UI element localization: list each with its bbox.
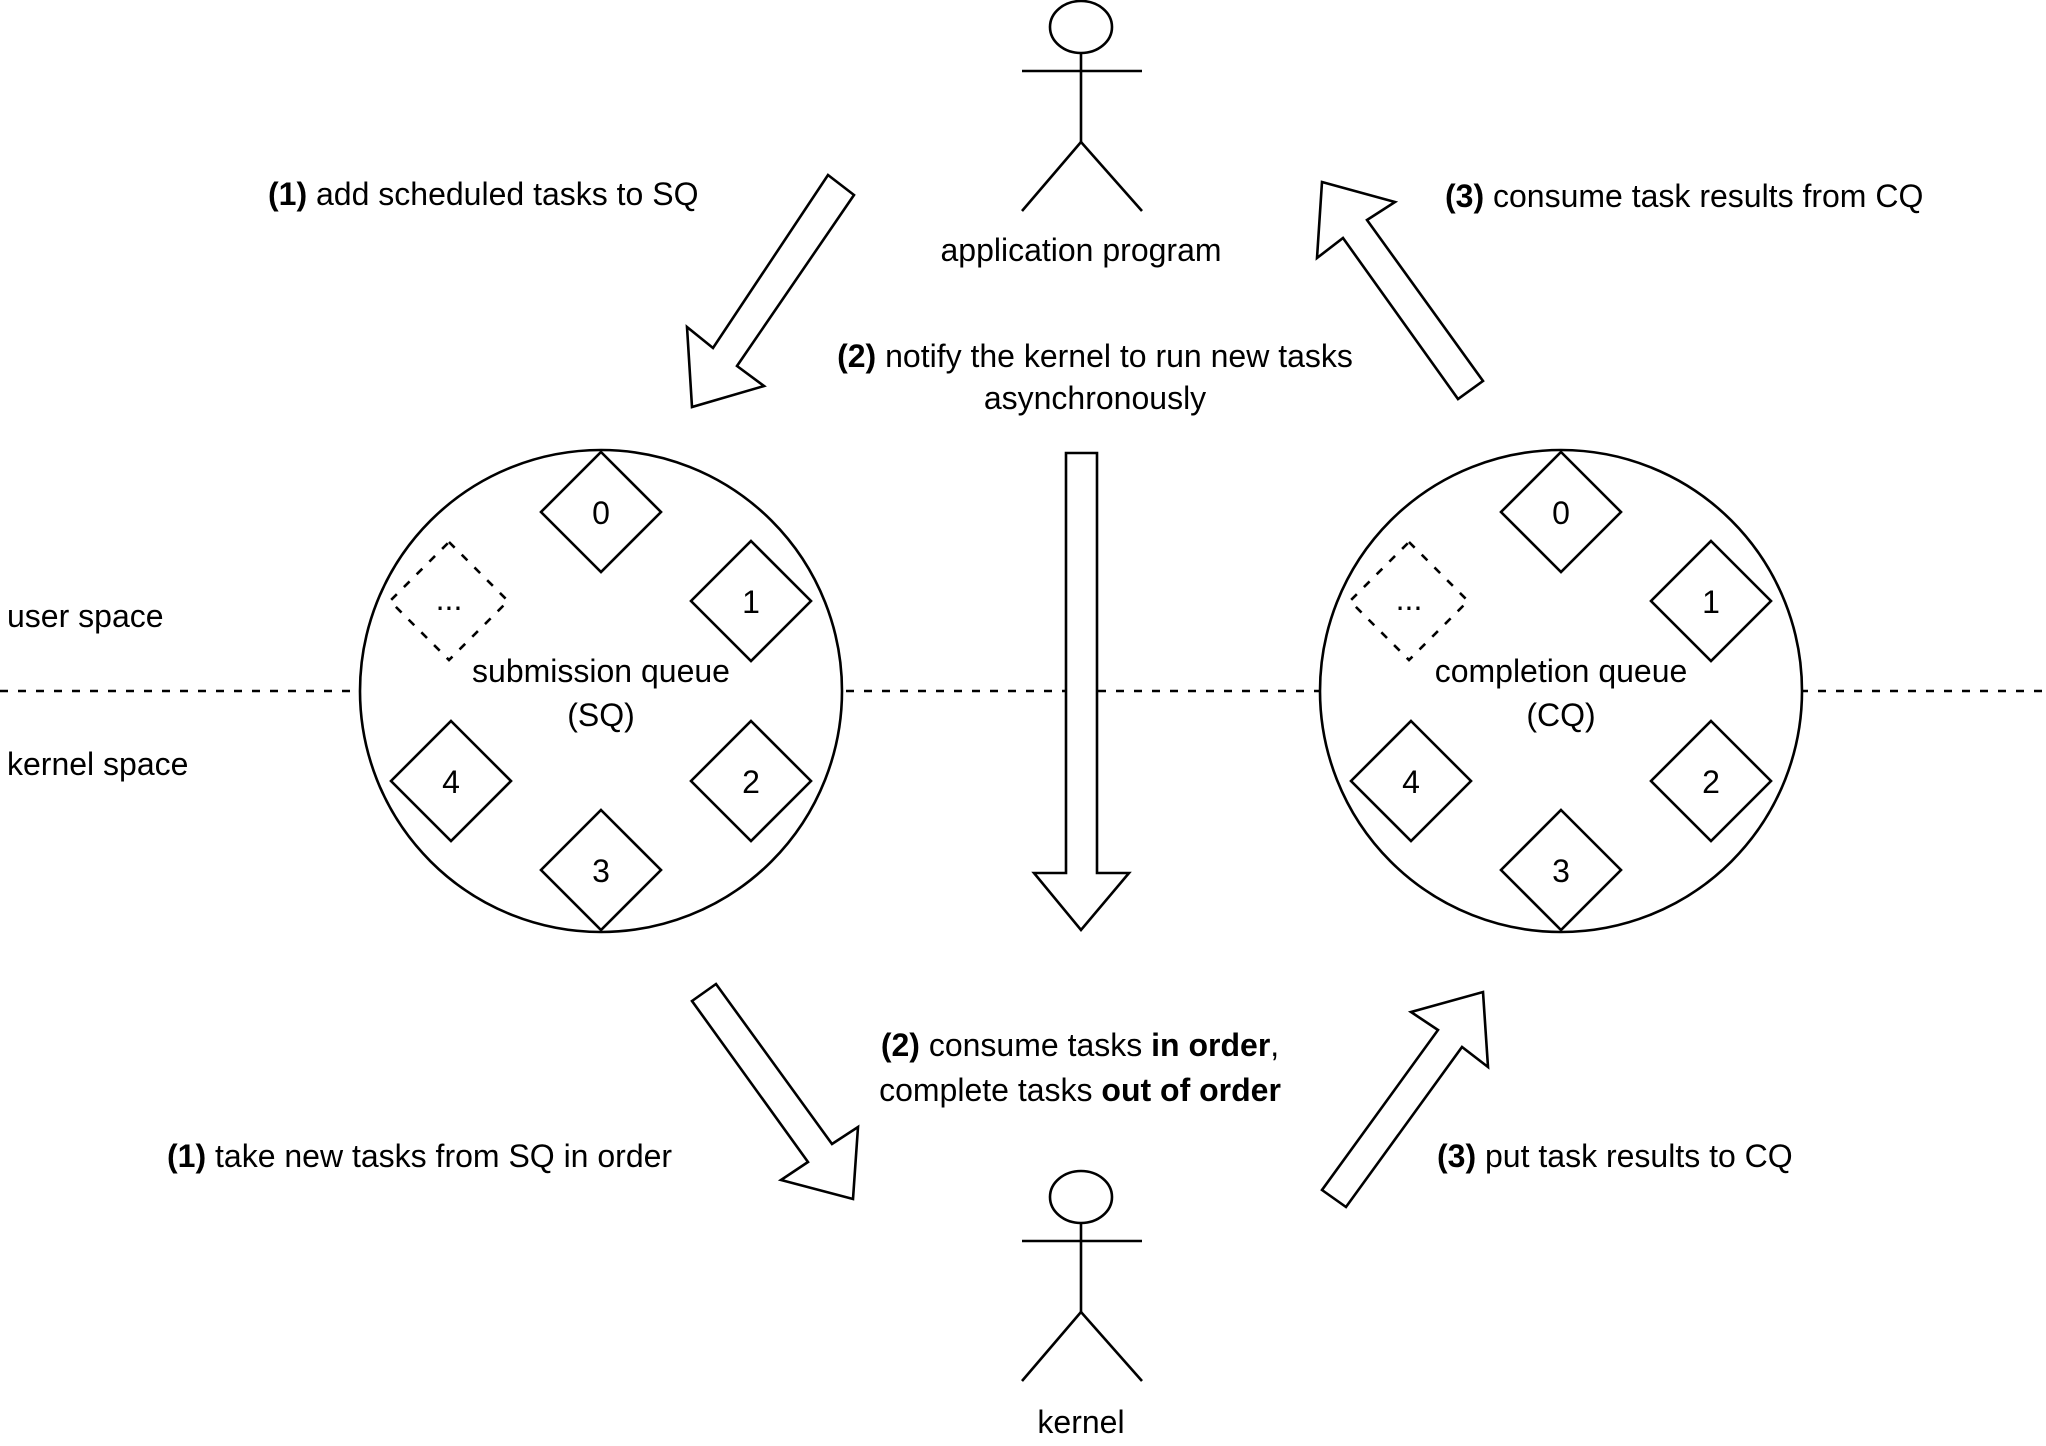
slot-label-3: 3 bbox=[1552, 853, 1570, 889]
step-user-notify-label-line2: asynchronously bbox=[984, 380, 1206, 416]
slot-diamond-3 bbox=[1499, 808, 1623, 932]
step-text: put task results to CQ bbox=[1476, 1138, 1793, 1174]
step-emphasis: in order bbox=[1151, 1027, 1270, 1063]
submission-queue-abbr: (SQ) bbox=[567, 697, 635, 733]
slot-label-0: 0 bbox=[592, 495, 610, 531]
placeholder-slot-label: ... bbox=[436, 581, 463, 617]
completion-queue-abbr: (CQ) bbox=[1526, 697, 1595, 733]
slot-label-4: 4 bbox=[1402, 764, 1420, 800]
slot-diamond-3 bbox=[539, 808, 663, 932]
arrow-put-to-cq bbox=[1320, 990, 1490, 1209]
actor-left-leg bbox=[1021, 141, 1082, 212]
submission-queue-title: submission queue bbox=[472, 653, 730, 689]
step-text: take new tasks from SQ in order bbox=[206, 1138, 672, 1174]
step-text: consume task results from CQ bbox=[1484, 178, 1923, 214]
slot-diamond-0 bbox=[1499, 450, 1623, 574]
application-actor-label: application program bbox=[940, 232, 1221, 268]
slot-diamond-1 bbox=[689, 539, 813, 663]
actor-head bbox=[1048, 0, 1114, 55]
kernel-actor-label: kernel bbox=[1037, 1404, 1124, 1440]
placeholder-slot-diamond bbox=[388, 540, 510, 662]
step-kernel-process-label-line2: complete tasks out of order bbox=[879, 1072, 1281, 1108]
step-number: (1) bbox=[268, 176, 307, 212]
step-emphasis: out of order bbox=[1101, 1072, 1281, 1108]
slot-diamond-0 bbox=[539, 450, 663, 574]
step-text: add scheduled tasks to SQ bbox=[307, 176, 698, 212]
step-user-add-label: (1) add scheduled tasks to SQ bbox=[268, 176, 698, 212]
actor-right-leg bbox=[1080, 1311, 1143, 1382]
step-text: complete tasks bbox=[879, 1072, 1101, 1108]
slot-label-2: 2 bbox=[1702, 764, 1720, 800]
actor-left-leg bbox=[1021, 1311, 1082, 1382]
step-kernel-process-label: (2) consume tasks in order, bbox=[881, 1027, 1279, 1063]
completion-queue: 0 1 2 3 4 ... completion queue (CQ) bbox=[1318, 448, 1804, 934]
step-user-consume-label: (3) consume task results from CQ bbox=[1445, 178, 1923, 214]
step-number: (3) bbox=[1437, 1138, 1476, 1174]
slot-diamond-2 bbox=[1649, 719, 1773, 843]
step-number: (2) bbox=[881, 1027, 920, 1063]
step-user-notify-label: (2) notify the kernel to run new tasks bbox=[837, 338, 1353, 374]
placeholder-slot-diamond bbox=[1348, 540, 1470, 662]
step-number: (2) bbox=[837, 338, 876, 374]
actor-right-leg bbox=[1080, 141, 1143, 212]
slot-label-1: 1 bbox=[1702, 584, 1720, 620]
slot-diamond-2 bbox=[689, 719, 813, 843]
step-number: (3) bbox=[1445, 178, 1484, 214]
arrow-take-from-sq bbox=[690, 982, 860, 1201]
placeholder-slot-label: ... bbox=[1396, 581, 1423, 617]
kernel-space-label: kernel space bbox=[7, 746, 188, 782]
arrow-consume-from-cq bbox=[1315, 180, 1485, 401]
step-kernel-take-label: (1) take new tasks from SQ in order bbox=[167, 1138, 672, 1174]
actor-head bbox=[1048, 1169, 1114, 1225]
submission-queue: 0 1 2 3 4 ... submission queue (SQ) bbox=[358, 448, 844, 934]
kernel-actor bbox=[1021, 1169, 1143, 1382]
step-kernel-put-label: (3) put task results to CQ bbox=[1437, 1138, 1793, 1174]
step-text: , bbox=[1270, 1027, 1279, 1063]
step-text: consume tasks bbox=[920, 1027, 1151, 1063]
slot-label-0: 0 bbox=[1552, 495, 1570, 531]
application-actor bbox=[1021, 0, 1143, 212]
slot-label-1: 1 bbox=[742, 584, 760, 620]
arrow-notify-kernel bbox=[1031, 451, 1132, 933]
step-number: (1) bbox=[167, 1138, 206, 1174]
slot-label-3: 3 bbox=[592, 853, 610, 889]
slot-label-4: 4 bbox=[442, 764, 460, 800]
arrow-add-to-sq bbox=[685, 173, 856, 409]
slot-label-2: 2 bbox=[742, 764, 760, 800]
user-space-label: user space bbox=[7, 598, 164, 634]
slot-diamond-4 bbox=[389, 719, 513, 843]
completion-queue-title: completion queue bbox=[1435, 653, 1688, 689]
slot-diamond-4 bbox=[1349, 719, 1473, 843]
slot-diamond-1 bbox=[1649, 539, 1773, 663]
step-text: notify the kernel to run new tasks bbox=[876, 338, 1353, 374]
